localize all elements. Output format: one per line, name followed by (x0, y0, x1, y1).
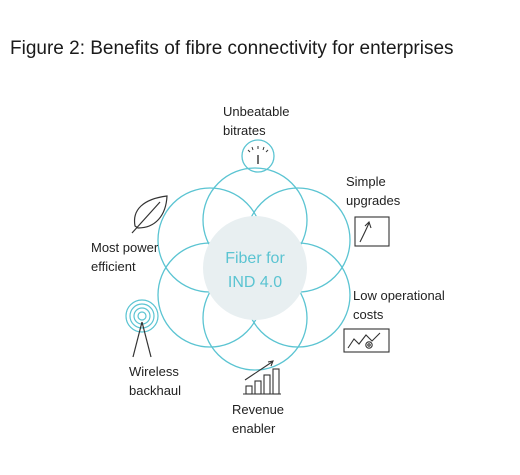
benefit-revenue: Revenue enabler (232, 400, 284, 438)
benefit-backhaul-line2: backhaul (129, 383, 182, 398)
center-circle (203, 216, 307, 320)
benefit-bitrates-line1: Unbeatable (223, 104, 290, 119)
center-line1: Fiber for (225, 250, 285, 267)
benefit-upgrades-line2: upgrades (346, 193, 401, 208)
benefit-backhaul: Wireless backhaul (129, 362, 181, 400)
benefit-costs: Low operational costs (353, 286, 445, 324)
benefit-power-line2: efficient (91, 259, 136, 274)
benefit-bitrates: Unbeatable bitrates (223, 102, 290, 140)
benefit-costs-line2: costs (353, 307, 384, 322)
benefit-revenue-line1: Revenue (232, 402, 285, 417)
benefit-upgrades: Simple upgrades (346, 172, 400, 210)
benefit-backhaul-line1: Wireless (129, 364, 179, 379)
center-line2: IND 4.0 (227, 274, 283, 291)
center-label: Fiber for IND 4.0 (205, 247, 305, 295)
benefit-bitrates-line2: bitrates (223, 123, 266, 138)
bar-growth-icon (243, 360, 281, 395)
figure-title: Figure 2: Benefits of fibre connectivity… (10, 38, 454, 59)
benefit-power-line1: Most power (91, 240, 159, 255)
speedometer-icon (241, 139, 275, 173)
benefit-power: Most power efficient (91, 238, 158, 276)
benefit-costs-line1: Low operational (353, 288, 445, 303)
upgrade-arrow-icon (354, 216, 390, 247)
benefit-upgrades-line1: Simple (346, 174, 386, 189)
benefit-revenue-line2: enabler (232, 421, 276, 436)
leaf-icon (131, 195, 168, 234)
antenna-icon (125, 299, 159, 358)
cost-chart-icon (343, 328, 390, 353)
